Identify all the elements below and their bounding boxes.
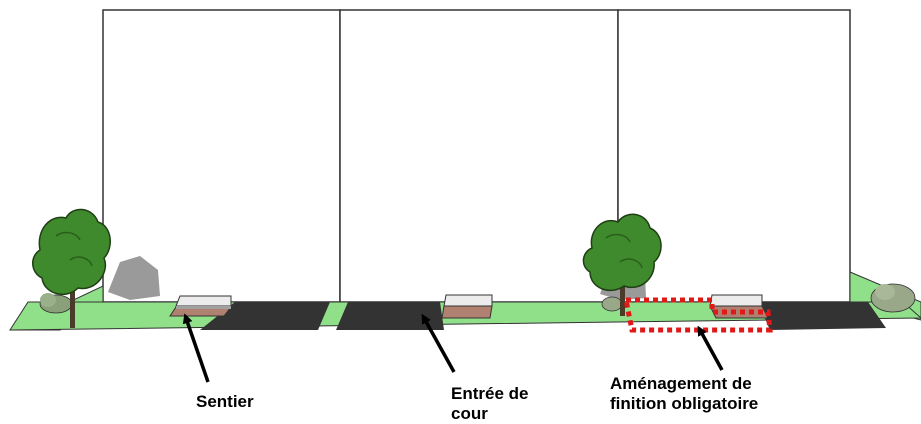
shrub-middle bbox=[601, 296, 623, 312]
shrub-left bbox=[39, 293, 73, 314]
tree-right bbox=[582, 213, 662, 316]
tree-left bbox=[32, 208, 111, 328]
stoop-right bbox=[709, 294, 769, 319]
stoop-left bbox=[169, 295, 233, 317]
arrow-entree-de-cour bbox=[421, 313, 456, 373]
arrow-amenagement bbox=[697, 325, 724, 371]
label-amenagement-line1: Aménagement de bbox=[610, 374, 752, 393]
tree-shadow-left bbox=[108, 256, 160, 300]
building-facades bbox=[102, 9, 851, 303]
label-entree-line1: Entrée de bbox=[451, 384, 529, 403]
label-amenagement-line2: finition obligatoire bbox=[610, 394, 759, 413]
required-finishing-area-highlight bbox=[622, 297, 773, 333]
label-entree-line2: cour bbox=[451, 404, 488, 423]
label-sentier-text: Sentier bbox=[196, 392, 254, 411]
facade-middle bbox=[339, 9, 619, 303]
arrow-sentier bbox=[182, 313, 210, 383]
driveway-middle bbox=[336, 302, 444, 330]
driveway-left bbox=[200, 302, 330, 330]
label-sentier: Sentier bbox=[196, 392, 254, 412]
label-entree-de-cour: Entrée de cour bbox=[451, 384, 528, 424]
label-amenagement: Aménagement de finition obligatoire bbox=[610, 374, 758, 414]
shrub-right bbox=[870, 283, 916, 313]
facade-left bbox=[102, 9, 341, 303]
driveway-right bbox=[758, 302, 886, 330]
stoop-middle bbox=[441, 294, 493, 319]
